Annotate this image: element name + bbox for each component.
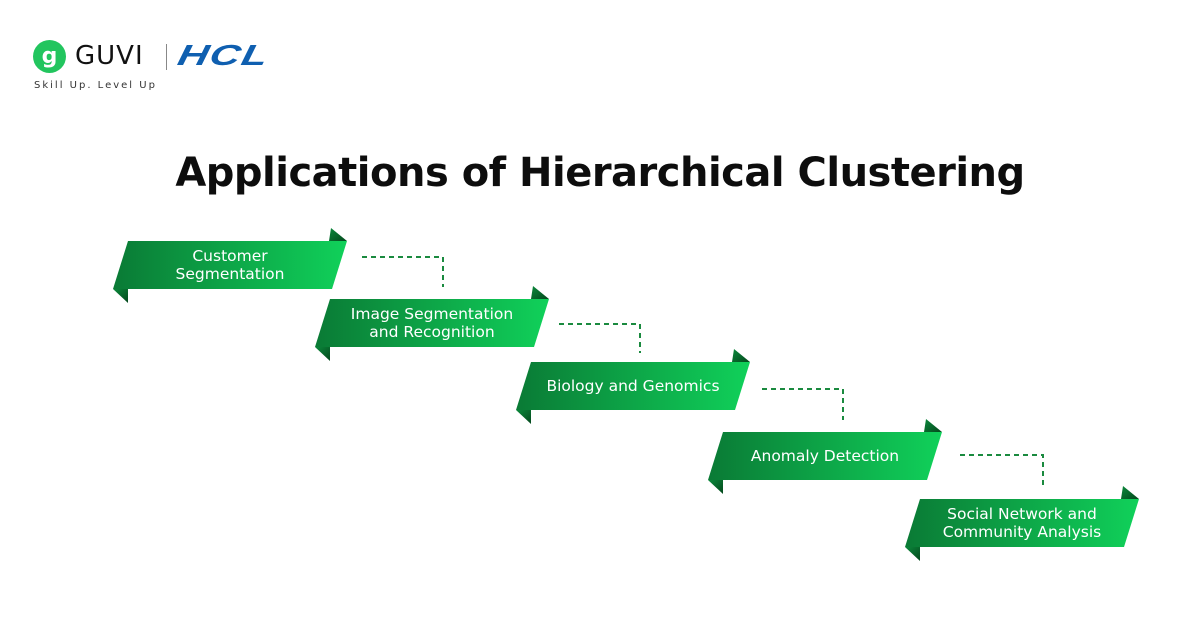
tagline: Skill Up. Level Up <box>34 80 157 91</box>
connector-1 <box>362 256 444 287</box>
ribbon-label-1: Customer Segmentation <box>175 247 285 283</box>
guvi-brand-name: GUVI <box>75 41 144 71</box>
connector-2 <box>559 323 641 353</box>
ribbon-label-4: Anomaly Detection <box>750 447 900 465</box>
logo-divider <box>166 44 167 70</box>
ribbon-label-3: Biology and Genomics <box>546 377 720 395</box>
ribbon-label-5: Social Network and Community Analysis <box>942 505 1102 541</box>
guvi-logo-icon: g <box>33 40 66 73</box>
connector-3 <box>762 388 844 420</box>
page-title: Applications of Hierarchical Clustering <box>175 150 1025 196</box>
ribbon-label-2: Image Segmentation and Recognition <box>350 305 514 341</box>
connector-4 <box>960 454 1044 486</box>
brand-logo: g GUVI HCL Skill Up. Level Up <box>33 38 333 98</box>
